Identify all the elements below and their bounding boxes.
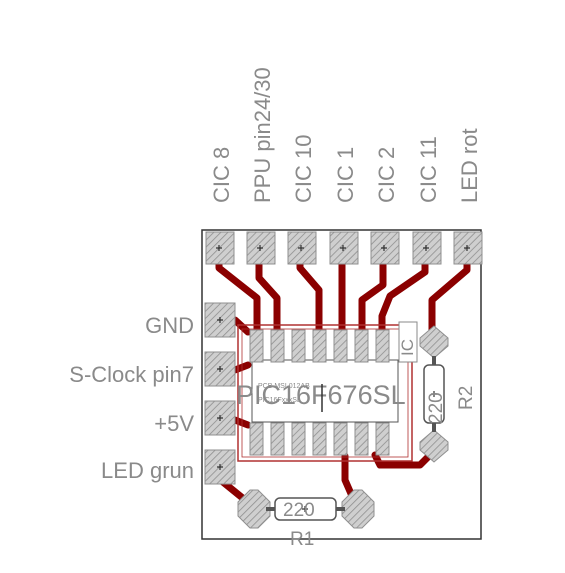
chip-small-bottom: PIC16FxxxSL	[258, 397, 301, 404]
left-label-gnd: GND	[145, 313, 194, 338]
r1-resistor	[237, 489, 375, 529]
top-label-cic8: CIC 8	[209, 147, 234, 203]
top-label-cic2: CIC 2	[374, 147, 399, 203]
left-label-5v: +5V	[154, 411, 194, 436]
top-label-led-rot: LED rot	[457, 128, 482, 203]
chip-inner-outline	[241, 328, 409, 458]
r2-name: R2	[456, 386, 477, 410]
ic-label: IC	[398, 339, 417, 356]
chip-pads-bottom	[249, 422, 390, 456]
chip-label: PIC16F676SL	[236, 380, 406, 410]
left-label-led-grun: LED grun	[101, 458, 194, 483]
chip-small-top: PCB MSL012AB	[258, 383, 310, 390]
top-label-cic1: CIC 1	[333, 147, 358, 203]
r1-value: 220	[283, 500, 315, 521]
r2-resistor	[419, 325, 449, 463]
chip-pads-top	[249, 329, 390, 363]
chip-outline	[237, 324, 413, 462]
left-label-sclock: S-Clock pin7	[69, 362, 194, 387]
top-label-ppu: PPU pin24/30	[250, 67, 275, 203]
top-label-cic11: CIC 11	[416, 136, 441, 203]
r2-value: 220	[426, 392, 447, 424]
r1-name: R1	[290, 529, 314, 550]
left-pad-crosses	[217, 317, 223, 470]
ic-label-box	[398, 321, 418, 363]
top-label-cic10: CIC 10	[291, 135, 316, 203]
top-pad-crosses	[216, 245, 470, 251]
